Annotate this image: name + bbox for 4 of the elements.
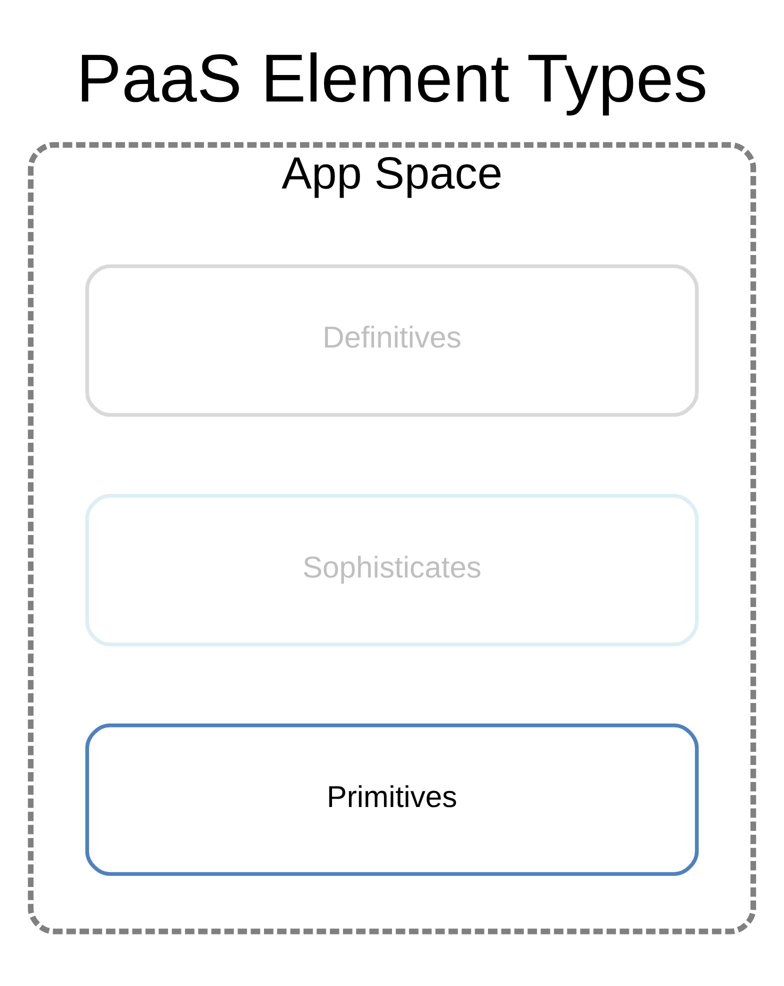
diagram-title: PaaS Element Types — [76, 41, 708, 116]
node-box: Definitives — [85, 264, 699, 417]
node-box: Primitives — [85, 724, 699, 876]
node-box: Sophisticates — [85, 494, 699, 646]
